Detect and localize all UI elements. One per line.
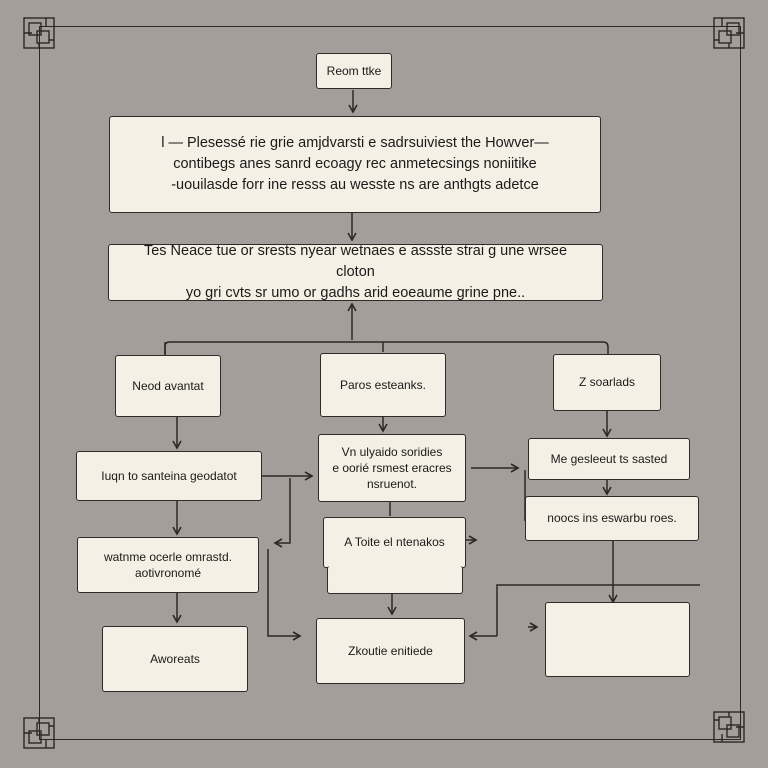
node-left-3: Aworeats [102, 626, 248, 692]
node-mid-2: A Toite el ntenakos [323, 517, 466, 568]
node-right-1: Me gesleeut ts sasted [528, 438, 690, 480]
corner-ornament-top-left [23, 17, 55, 49]
node-branch-left: Neod avantat [115, 355, 221, 417]
node-right-3 [545, 602, 690, 677]
node-intro: l — Plesessé rie grie amjdvarsti e sadrs… [109, 116, 601, 213]
node-left-2: watnme ocerle omrastd. aotivronomé [77, 537, 259, 593]
link-right-bottom [496, 584, 700, 636]
node-right-2: noocs ins eswarbu roes. [525, 496, 699, 541]
arrow-mid2-left [273, 478, 291, 548]
corner-ornament-bottom-left [23, 717, 55, 749]
corner-ornament-top-right [713, 17, 745, 49]
node-summary: Tes Neace tue or srests nyear wetnaes e … [108, 243, 603, 301]
outer-frame [39, 26, 741, 740]
node-mid-1: Vn ulyaido soridies e oorié rsmest eracr… [318, 434, 466, 502]
corner-ornament-bottom-right [713, 711, 745, 743]
link-left-bottom [267, 549, 302, 641]
node-branch-right: Z soarlads [553, 354, 661, 411]
node-branch-mid: Paros esteanks. [320, 353, 446, 417]
node-mid-2-underlay [327, 566, 463, 594]
node-mid-3: Zkoutie enitiede [316, 618, 465, 684]
node-left-1: Iuqn to santeina geodatot [76, 451, 262, 501]
node-start: Reom ttke [316, 53, 392, 89]
